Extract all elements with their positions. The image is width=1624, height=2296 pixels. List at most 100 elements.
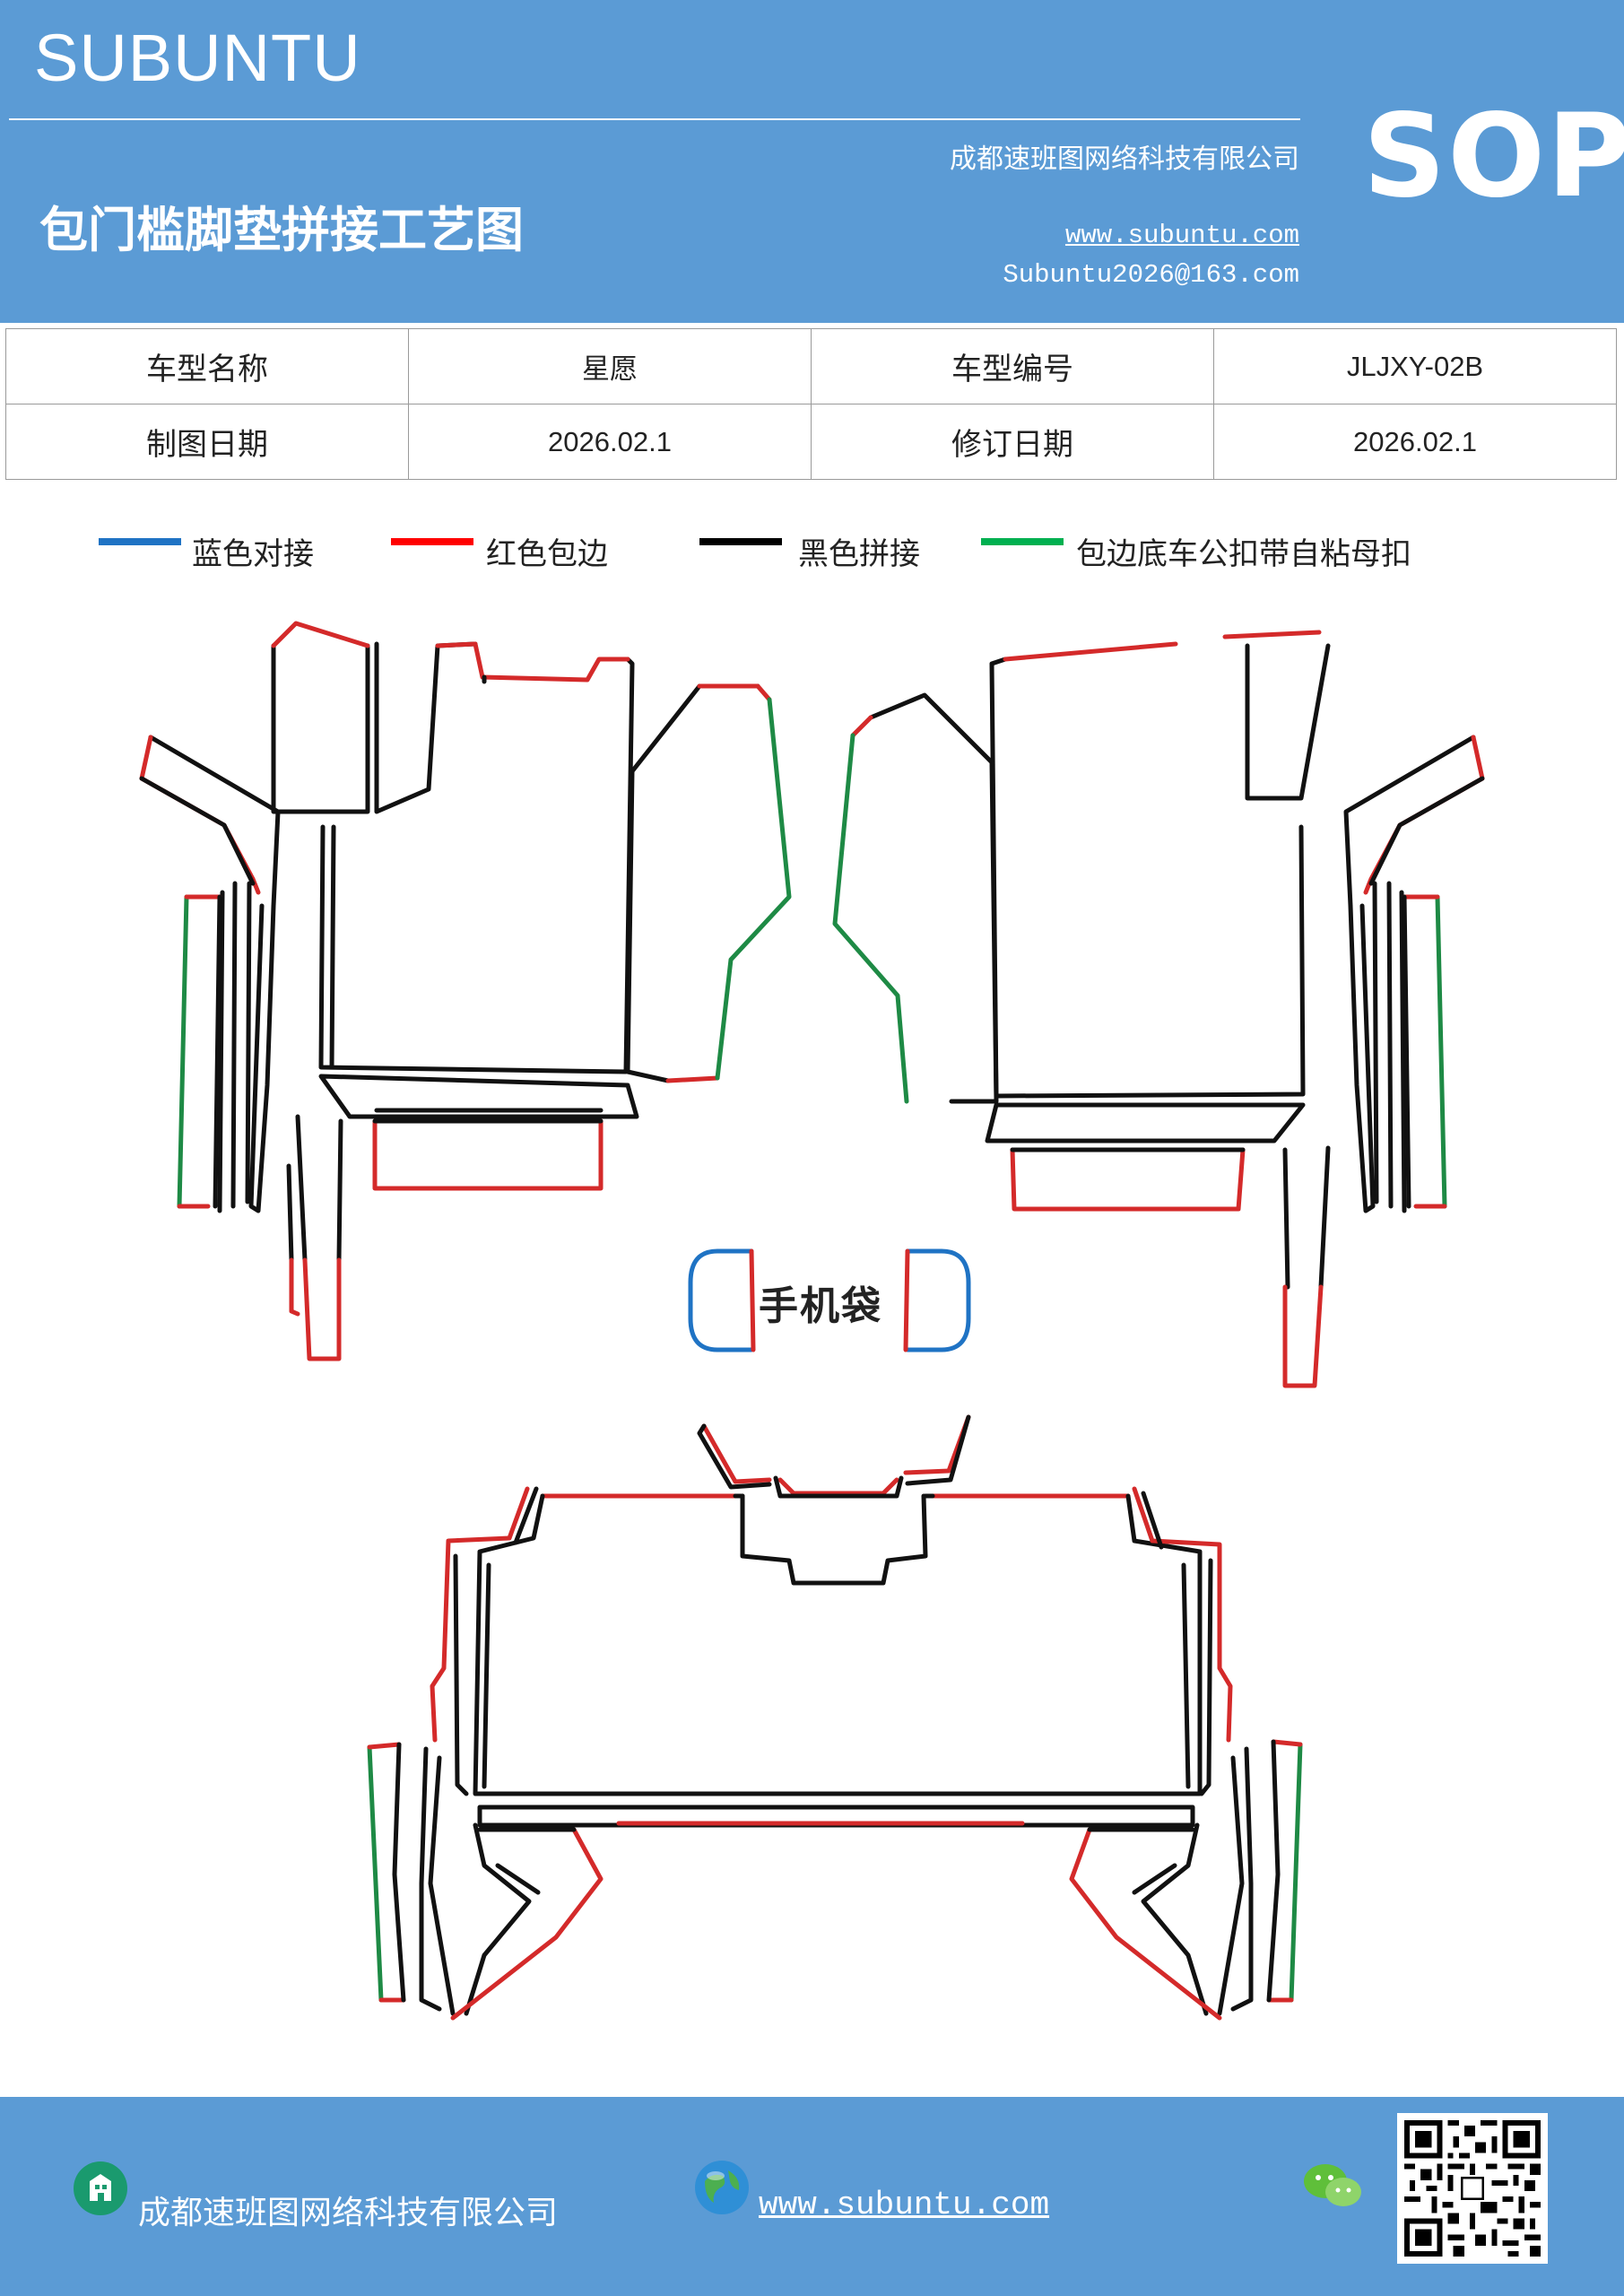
right-vertical-strip xyxy=(1372,881,1407,1213)
passenger-mat-top-red xyxy=(1003,630,1322,662)
rear-mat-group xyxy=(367,1414,1303,2021)
right-lower-strip-black xyxy=(1282,1145,1331,1290)
globe-icon xyxy=(692,2158,751,2217)
rear-bottom-bar-black xyxy=(477,1805,1195,1828)
footer-company-name: 成都速班图网络科技有限公司 xyxy=(138,2195,559,2231)
phone-pocket-left-blue xyxy=(688,1248,754,1352)
front-left-mat-group xyxy=(139,621,792,1361)
rear-right-wedge-red xyxy=(1069,1827,1222,2021)
rear-main-mat-outline xyxy=(473,1493,1203,1796)
value-cell: 2026.02.1 xyxy=(1213,404,1617,480)
left-lower-strip-red xyxy=(289,1257,342,1361)
right-door-mat-outline xyxy=(868,692,999,1104)
website-link[interactable]: www.subuntu.com xyxy=(1064,221,1299,250)
table-row: 制图日期 2026.02.1 修订日期 2026.02.1 xyxy=(5,404,1617,480)
table-row: 车型名称 星愿 车型编号 JLJXY-02B xyxy=(5,328,1617,404)
right-green-strip-caps xyxy=(1402,894,1447,1209)
rear-main-mat-inner xyxy=(482,1562,1191,1789)
page-title: 包门槛脚垫拼接工艺图 xyxy=(39,202,524,258)
rear-left-wedge-black xyxy=(477,1827,577,1895)
rear-right-green-strip xyxy=(1289,1742,1303,2003)
right-lower-strip-red xyxy=(1282,1284,1324,1388)
rear-right-curve-black xyxy=(1141,1755,1245,2016)
qr-code[interactable] xyxy=(1397,2113,1548,2264)
right-sill-curve xyxy=(1368,776,1485,886)
rear-right-strip-black xyxy=(1230,1739,1281,2012)
right-door-mat-red xyxy=(850,715,873,738)
right-sill-strip xyxy=(1343,735,1476,1213)
left-green-strip-caps xyxy=(177,894,222,1209)
left-green-strip-black xyxy=(213,894,222,1209)
rear-left-wedge-red xyxy=(450,1827,604,2021)
legend-label: 黑色拼接 xyxy=(798,536,920,572)
sop-badge: SOP xyxy=(1363,90,1624,223)
value-cell: 2026.02.1 xyxy=(408,404,812,480)
right-green-strip xyxy=(1435,894,1447,1209)
footer-banner: 成都速班图网络科技有限公司 www.subuntu.com xyxy=(0,2097,1624,2296)
right-bottom-strip xyxy=(985,1102,1306,1144)
driver-mat-inner xyxy=(329,674,487,1070)
legend-swatch xyxy=(391,538,473,545)
diagram-canvas xyxy=(139,621,1485,2021)
company-name: 成都速班图网络科技有限公司 xyxy=(950,144,1299,175)
rear-left-shoulder-black xyxy=(453,1486,539,1796)
legend-label: 蓝色对接 xyxy=(192,536,314,572)
driver-mat-outline xyxy=(271,641,635,1074)
left-lower-strip-black xyxy=(286,1114,343,1263)
right-green-strip-black xyxy=(1402,894,1411,1209)
rear-left-shoulder-red xyxy=(430,1486,530,1743)
phone-pocket-label: 手机袋 xyxy=(759,1283,882,1329)
phone-pocket-group xyxy=(688,1248,971,1352)
rear-left-strip-caps xyxy=(367,1742,406,2003)
brand-logo-text: SUBUNTU xyxy=(34,21,361,95)
header-banner: SUBUNTU 包门槛脚垫拼接工艺图 成都速班图网络科技有限公司 www.sub… xyxy=(0,0,1624,323)
left-door-mat-outline xyxy=(625,683,760,1083)
left-door-mat-green xyxy=(715,697,792,1081)
color-legend: 蓝色对接 红色包边 黑色拼接 包边底车公扣带自粘母扣 xyxy=(0,522,1624,576)
label-cell: 车型编号 xyxy=(811,328,1214,404)
rear-right-shoulder-red xyxy=(1132,1486,1233,1743)
legend-label: 包边底车公扣带自粘母扣 xyxy=(1076,536,1411,572)
driver-mat-top-red xyxy=(271,621,630,683)
left-green-strip xyxy=(177,894,189,1209)
rear-right-wedge-black xyxy=(1087,1827,1195,1895)
vehicle-info-table: 车型名称 星愿 车型编号 JLJXY-02B 制图日期 2026.02.1 修订… xyxy=(5,328,1617,480)
phone-pocket-right-red xyxy=(903,1248,910,1352)
building-icon xyxy=(72,2160,129,2217)
right-sill-strip-red-edge xyxy=(1363,735,1485,895)
rear-right-strip-caps xyxy=(1266,1739,1303,2003)
label-cell: 修订日期 xyxy=(811,404,1214,480)
legend-swatch xyxy=(981,538,1064,545)
email-address: Subuntu2026@163.com xyxy=(1003,260,1299,290)
left-sill-curve xyxy=(139,776,256,886)
rear-tab-right-black xyxy=(905,1414,971,1486)
rear-center-tongue-black xyxy=(740,1475,928,1586)
left-vertical-strip xyxy=(217,881,252,1213)
front-right-mat-group xyxy=(832,630,1485,1388)
passenger-mat-outline xyxy=(989,643,1331,1099)
legend-label: 红色包边 xyxy=(486,536,608,572)
wechat-icon[interactable] xyxy=(1302,2160,1365,2212)
rear-left-strip-black xyxy=(392,1742,442,2012)
right-bottom-red xyxy=(1010,1147,1246,1212)
phone-pocket-right-blue xyxy=(905,1248,971,1352)
rear-left-green-strip xyxy=(367,1744,384,2003)
rear-center-tongue-red xyxy=(777,1477,899,1496)
header-divider xyxy=(9,118,1300,120)
label-cell: 车型名称 xyxy=(5,328,409,404)
mat-splice-diagram: 手机袋 xyxy=(0,610,1624,2045)
rear-right-shoulder-black xyxy=(1141,1491,1213,1796)
value-cell: 星愿 xyxy=(408,328,812,404)
left-bottom-strip xyxy=(318,1074,639,1119)
rear-tab-left-black xyxy=(697,1423,772,1490)
footer-website-link[interactable]: www.subuntu.com xyxy=(759,2187,1050,2223)
value-cell: JLJXY-02B xyxy=(1213,328,1617,404)
left-bottom-red xyxy=(372,1118,604,1191)
rear-tab-left-red xyxy=(701,1423,772,1484)
right-door-mat-green xyxy=(832,733,909,1104)
left-sill-strip-red-edge xyxy=(139,735,261,895)
label-cell: 制图日期 xyxy=(5,404,409,480)
legend-swatch xyxy=(99,538,181,545)
left-door-mat-red xyxy=(665,683,772,1083)
legend-swatch xyxy=(699,538,782,545)
